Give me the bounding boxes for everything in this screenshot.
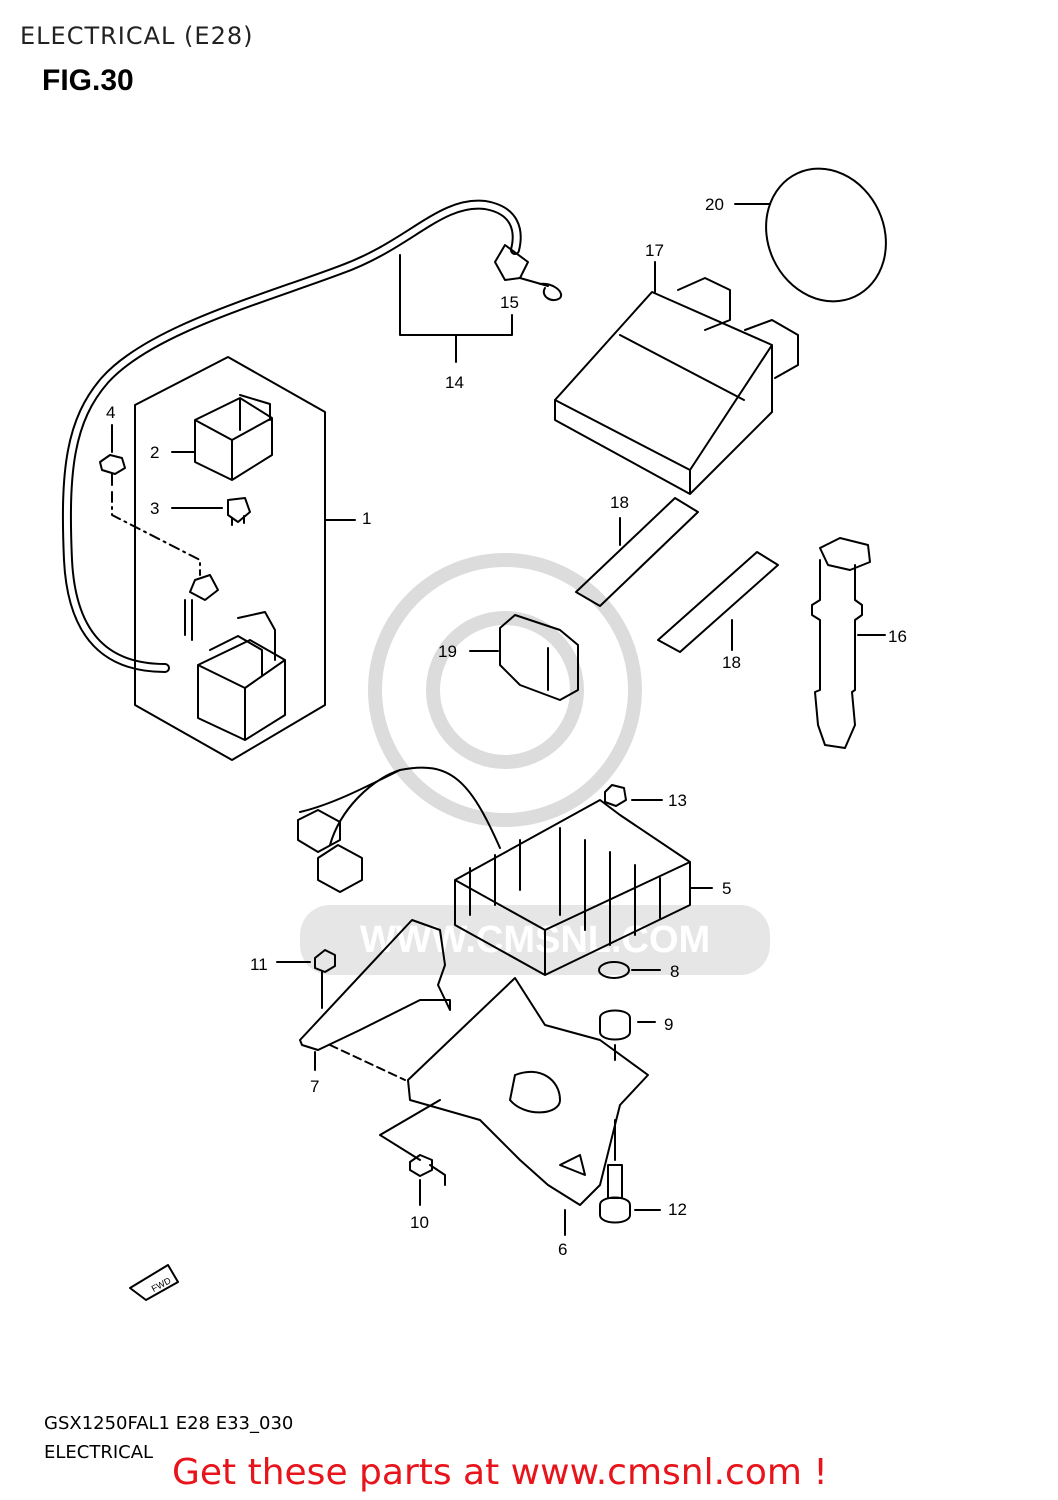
callout-9: 9 (664, 1015, 673, 1034)
bracket-7 (299, 919, 451, 1051)
callout-4: 4 (106, 403, 115, 422)
grommet-9 (599, 1009, 631, 1041)
bolt-12 (599, 1164, 631, 1224)
tape-18b (657, 551, 779, 653)
rectifier-harness (299, 766, 501, 849)
callout-14-bracket (399, 254, 513, 363)
callout-1: 1 (362, 509, 371, 528)
starter-relay-cover (194, 394, 273, 481)
section-name: ELECTRICAL (44, 1442, 154, 1463)
callout-10: 10 (410, 1213, 429, 1232)
callout-14: 14 (445, 373, 464, 392)
screw-4 (99, 454, 126, 486)
callout-15: 15 (500, 293, 519, 312)
callout-7: 7 (310, 1077, 319, 1096)
collar-8 (598, 961, 630, 979)
fwd-arrow (129, 1264, 179, 1301)
callout-13: 13 (668, 791, 687, 810)
regulator-rectifier (454, 799, 691, 976)
ignition-coil (811, 537, 871, 749)
callout-5: 5 (722, 879, 731, 898)
callout-2: 2 (150, 443, 159, 462)
callout-6: 6 (558, 1240, 567, 1259)
tape-18a (575, 497, 699, 607)
callout-20: 20 (705, 195, 724, 214)
callout-12: 12 (668, 1200, 687, 1219)
callout-11: 11 (250, 955, 268, 974)
ecm-unit (554, 291, 773, 495)
callout-18b: 18 (722, 653, 741, 672)
nut-13 (604, 784, 627, 807)
ecm-connector (677, 277, 799, 379)
callout-17: 17 (645, 241, 664, 260)
bolt-10 (409, 1154, 446, 1186)
fuse (227, 497, 251, 526)
cable-terminal (494, 244, 529, 281)
callout-3: 3 (150, 499, 159, 518)
callout-18a: 18 (610, 493, 629, 512)
sensor-19 (499, 614, 579, 701)
seal-ring (765, 167, 887, 303)
callout-labels: 1 2 3 4 5 6 7 8 9 10 11 12 13 14 15 16 1… (106, 195, 907, 1294)
model-code: GSX1250FAL1 E28 E33_030 (44, 1413, 294, 1434)
callout-16: 16 (888, 627, 907, 646)
connector-b (317, 844, 363, 893)
figure-number: FIG.30 (42, 64, 134, 97)
callout-8: 8 (670, 962, 679, 981)
promo-link[interactable]: Get these parts at www.cmsnl.com ! (172, 1452, 828, 1493)
starter-relay (184, 574, 286, 741)
bolt-11 (314, 949, 336, 1009)
callout-19: 19 (438, 642, 457, 661)
watermark-text: WWW.CMSNL.COM (360, 919, 710, 961)
plate-6 (407, 977, 649, 1206)
page-header: ELECTRICAL (E28) (20, 22, 254, 50)
connector-a (297, 809, 341, 853)
relay-frame (134, 356, 326, 761)
